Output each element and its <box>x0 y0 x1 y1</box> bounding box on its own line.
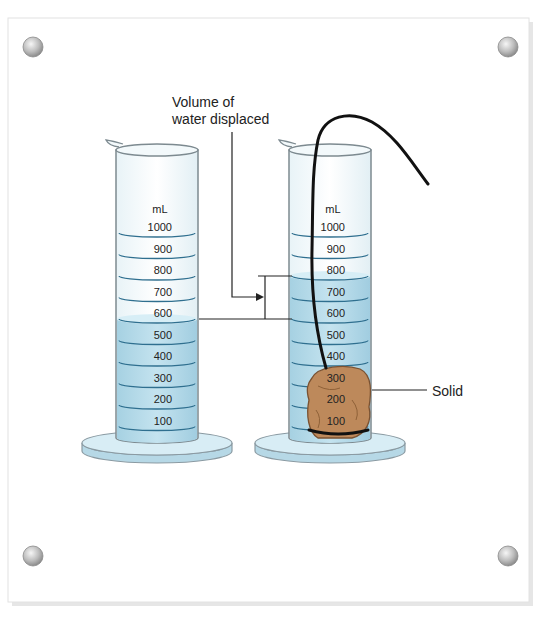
mount-knob <box>498 546 518 566</box>
scale-number-holder: 900 <box>154 239 172 257</box>
scale-number-holder: 800 <box>327 260 345 278</box>
part-label-holder: Solid <box>432 382 463 400</box>
scale-number: 200 <box>154 392 172 406</box>
leader-line <box>372 389 427 390</box>
scale-number: 100 <box>327 414 345 428</box>
scale-number-holder: 600 <box>327 303 345 321</box>
scale-number-holder: 200 <box>327 389 345 407</box>
scale-number-holder: 400 <box>327 346 345 364</box>
scale-number-holder: 800 <box>154 260 172 278</box>
mount-knob <box>23 37 43 57</box>
unit-label: mL <box>152 202 167 216</box>
bracket <box>264 276 265 319</box>
string <box>312 116 428 368</box>
callout-label-holder: Volume of water displaced <box>172 94 271 128</box>
graduated-cylinder <box>255 140 405 463</box>
scale-number: 600 <box>154 306 172 320</box>
scale-tick <box>119 319 195 323</box>
scale-number-holder: 1000 <box>321 217 345 235</box>
scale-number: 100 <box>154 414 172 428</box>
scale-tick <box>119 427 195 431</box>
scale-number: 800 <box>327 263 345 277</box>
unit-label-holder: mL <box>325 199 340 217</box>
scale-number-holder: 600 <box>154 303 172 321</box>
scale-number-holder: 500 <box>154 325 172 343</box>
water <box>290 276 370 443</box>
scale-number: 700 <box>154 285 172 299</box>
scale-number: 500 <box>327 328 345 342</box>
scale-tick <box>119 276 195 280</box>
scale-number: 300 <box>327 371 345 385</box>
scale-number: 500 <box>154 328 172 342</box>
scale-number-holder: 500 <box>327 325 345 343</box>
solid-rock <box>307 366 370 438</box>
string-tie <box>309 430 368 434</box>
callout-label: Volume of water displaced <box>172 94 271 128</box>
scale-tick <box>119 384 195 388</box>
scale-tick <box>119 298 195 302</box>
scale-number-holder: 100 <box>154 411 172 429</box>
scale-number-holder: 300 <box>327 368 345 386</box>
scale-number: 400 <box>327 349 345 363</box>
level-line <box>258 275 292 276</box>
scale-number-holder: 400 <box>154 346 172 364</box>
mount-knob <box>498 37 518 57</box>
scale-tick <box>292 341 368 345</box>
water <box>117 319 197 443</box>
scale-tick <box>119 255 195 259</box>
scale-number-holder: 200 <box>154 389 172 407</box>
leader-arrowhead <box>256 293 264 301</box>
scale-number: 900 <box>154 242 172 256</box>
scale-number: 300 <box>154 371 172 385</box>
unit-label-holder: mL <box>152 199 167 217</box>
leader-line <box>232 132 257 297</box>
rock-texture <box>316 386 357 428</box>
graduated-cylinder <box>82 140 232 463</box>
scale-number-holder: 900 <box>327 239 345 257</box>
scale-number-holder: 100 <box>327 411 345 429</box>
scale-tick <box>292 255 368 259</box>
scale-number: 400 <box>154 349 172 363</box>
level-line <box>199 318 292 319</box>
scale-tick <box>292 233 368 237</box>
scale-number: 800 <box>154 263 172 277</box>
scale-number-holder: 700 <box>154 282 172 300</box>
scale-tick <box>119 362 195 366</box>
scale-tick <box>292 298 368 302</box>
scale-number: 1000 <box>321 220 345 234</box>
scale-tick <box>119 233 195 237</box>
print-panel <box>8 18 529 602</box>
scale-tick <box>292 362 368 366</box>
scale-tick <box>119 341 195 345</box>
unit-label: mL <box>325 202 340 216</box>
scale-tick <box>292 319 368 323</box>
part-label: Solid <box>432 383 463 400</box>
scale-number-holder: 1000 <box>148 217 172 235</box>
scale-number-holder: 300 <box>154 368 172 386</box>
scale-tick <box>292 276 368 280</box>
scale-number: 200 <box>327 392 345 406</box>
mount-knob <box>23 546 43 566</box>
scale-number: 900 <box>327 242 345 256</box>
scale-number: 700 <box>327 285 345 299</box>
scale-number-holder: 700 <box>327 282 345 300</box>
scale-number: 1000 <box>148 220 172 234</box>
scale-number: 600 <box>327 306 345 320</box>
scale-tick <box>119 405 195 409</box>
